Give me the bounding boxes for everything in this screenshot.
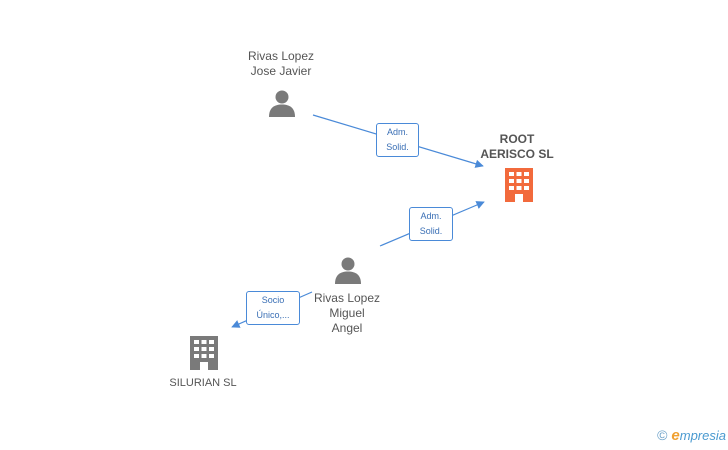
building-icon[interactable]: [190, 336, 218, 370]
brand-logo-text: mpresia: [679, 428, 726, 443]
building-icon[interactable]: [505, 168, 533, 202]
person-icon[interactable]: [269, 90, 295, 118]
edge-label-line: Adm.: [420, 211, 442, 221]
edge-label-line: Socio: [261, 295, 285, 305]
node-name-line: Rivas Lopez: [313, 291, 381, 305]
brand-watermark: ©empresia: [657, 427, 726, 444]
node-name-line: Rivas Lopez: [247, 49, 315, 63]
edge-label-line: Solid.: [386, 142, 409, 152]
copyright-icon: ©: [657, 427, 668, 443]
edge-label-line: Solid.: [419, 226, 443, 236]
node-name-line: Miguel: [329, 306, 365, 320]
node-name-line: Jose Javier: [250, 64, 312, 78]
person-icon[interactable]: [335, 257, 361, 285]
brand-logo-e: e: [671, 427, 680, 444]
node-name-line: Angel: [331, 321, 363, 335]
node-name-line: AERISCO SL: [480, 147, 554, 161]
edge-label-line: Adm.: [386, 127, 408, 137]
node-name-line: SILURIAN SL: [169, 377, 237, 389]
person-node-jose-javier[interactable]: Rivas Lopez Jose Javier: [248, 49, 314, 79]
edge-label-line: Único,...: [256, 310, 290, 320]
edge-label-miguel-to-silurian[interactable]: Socio Único,...: [246, 291, 300, 325]
company-node-silurian[interactable]: SILURIAN SL: [169, 376, 236, 391]
company-node-root-aerisco[interactable]: ROOT AERISCO SL: [480, 132, 553, 162]
node-name-line: ROOT: [499, 132, 535, 146]
edge-label-miguel-to-root[interactable]: Adm. Solid.: [409, 207, 453, 241]
person-node-miguel-angel[interactable]: Rivas Lopez Miguel Angel: [314, 291, 380, 336]
edge-label-jose-to-root[interactable]: Adm. Solid.: [376, 123, 419, 157]
